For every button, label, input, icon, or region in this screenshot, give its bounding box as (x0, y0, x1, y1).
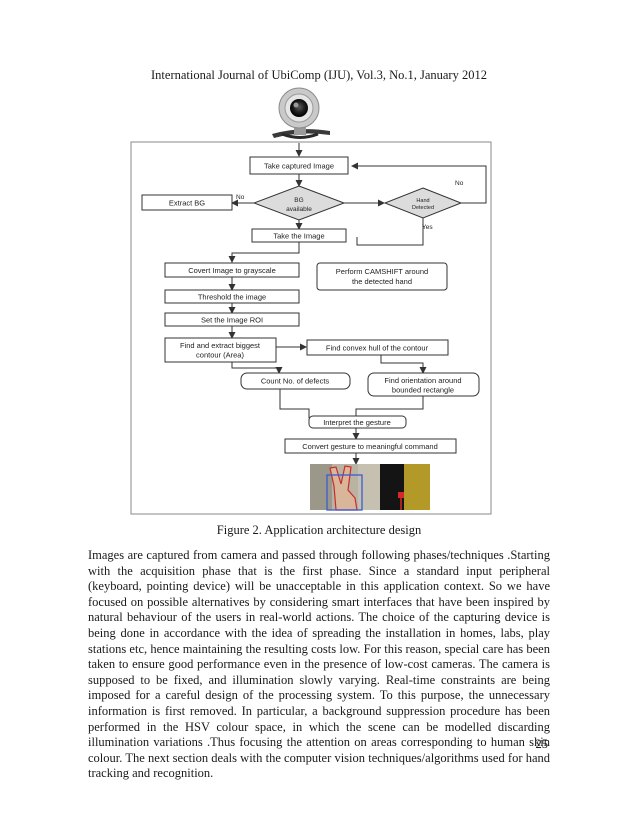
body-paragraph: Images are captured from camera and pass… (88, 548, 550, 781)
threshold-box (164, 289, 300, 304)
set-roi-label: Set the Image ROI (201, 316, 263, 325)
orientation-box (367, 372, 480, 397)
hand-gesture-image (310, 464, 430, 511)
yes-label: Yes (422, 224, 433, 231)
take-the-image-label: Take the Image (273, 232, 324, 241)
camshift-box (316, 262, 448, 291)
camshift-line1: Perform CAMSHIFT around (336, 267, 428, 276)
hand-detected-decision (383, 187, 463, 219)
hand-detected-line2: Detected (412, 205, 434, 211)
biggest-contour-line2: contour (Area) (196, 351, 244, 360)
bg-available-line2: available (286, 206, 312, 213)
biggest-contour-line1: Find and extract biggest (180, 341, 261, 350)
bg-available-decision (252, 185, 346, 221)
no-label-loop: No (455, 180, 464, 187)
hand-detected-line1: Hand (416, 198, 429, 204)
bg-available-line1: BG (294, 197, 303, 204)
take-captured-image-label: Take captured Image (264, 162, 334, 171)
extract-bg-label: Extract BG (169, 199, 205, 208)
convex-hull-box (306, 339, 449, 356)
camshift-line2: the detected hand (352, 277, 412, 286)
interpret-label: Interpret the gesture (323, 418, 391, 427)
webcam-icon (272, 87, 330, 139)
take-the-image-box (251, 228, 347, 243)
convert-grayscale-label: Covert Image to grayscale (188, 266, 276, 275)
convert-command-box (284, 438, 457, 454)
set-roi-box (164, 312, 300, 327)
biggest-contour-box (164, 337, 277, 363)
interpret-box (308, 415, 407, 429)
figure-caption: Figure 2. Application architecture desig… (216, 523, 422, 537)
count-defects-label: Count No. of defects (261, 377, 330, 386)
journal-header: International Journal of UbiComp (IJU), … (151, 68, 487, 82)
convert-grayscale-box (164, 262, 300, 278)
threshold-label: Threshold the image (198, 293, 266, 302)
extract-bg-box (141, 194, 233, 211)
orientation-line1: Find orientation around (384, 376, 461, 385)
count-defects-box (240, 372, 351, 390)
orientation-line2: bounded rectangle (392, 386, 454, 395)
take-captured-image-box (249, 156, 349, 175)
page-number: 25 (535, 737, 549, 751)
no-label-bg: No (236, 194, 245, 201)
convex-hull-label: Find convex hull of the contour (326, 344, 429, 353)
convert-command-label: Convert gesture to meaningful command (302, 442, 438, 451)
